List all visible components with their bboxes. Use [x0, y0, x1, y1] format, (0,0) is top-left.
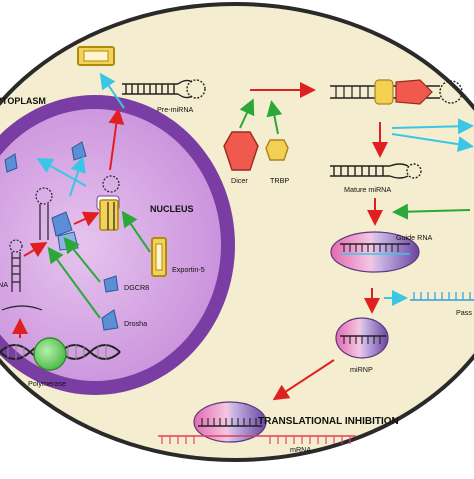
drosha-label: Drosha: [124, 319, 147, 328]
passenger-strand: [410, 292, 474, 301]
dicer-label: Dicer: [231, 176, 248, 185]
arrow-to-inhibition: [272, 359, 335, 401]
arrow-dicer-binding: [239, 98, 255, 129]
drosha-protein: [101, 309, 119, 331]
dgcr8-fragment-1: [4, 153, 18, 173]
arrow-cleavage: [73, 211, 100, 227]
translational-inhibition-label: TRANSLATIONAL INHIBITION: [258, 416, 399, 427]
cytoplasm-label: YTOPLASM: [0, 96, 46, 106]
mirnp-label: miRNP: [350, 365, 373, 374]
arrow-dicer-release-1: [391, 118, 474, 135]
translational-inhibition-complex: [158, 401, 356, 444]
exportin5-nuclear: [151, 237, 167, 277]
trbp-label: TRBP: [270, 176, 289, 185]
arrow-microprocessor-release-1: [36, 158, 87, 187]
arrow-drosha-binding: [47, 246, 101, 319]
arrow-export: [108, 108, 125, 171]
pri-mirna: [1, 239, 43, 311]
trbp-protein: [265, 139, 289, 161]
dgcr8-fragment-2: [71, 141, 87, 161]
polymerase-enzyme: [33, 337, 67, 371]
dgcr8-protein: [103, 275, 119, 293]
arrow-dicer-release-2: [391, 133, 474, 153]
arrow-dgcr8-binding: [63, 236, 101, 283]
exportin5-label: Exportin-5: [172, 265, 205, 274]
dicer-complex-hairpin: [330, 79, 463, 105]
dgcr8-label: DGCR8: [124, 283, 149, 292]
risc-guide-rna-complex: [330, 231, 420, 273]
exportin5-icon-cytoplasm: [77, 46, 115, 66]
arrow-exportin-binding: [121, 210, 151, 253]
arrow-microprocessor-release-2: [69, 156, 86, 197]
arrow-pri-to-microprocessor: [23, 241, 48, 258]
arrow-ago-binding: [392, 203, 471, 220]
pre-mirna-label: Pre-miRNA: [157, 105, 194, 114]
pre-mirna-exportin-complex: [99, 175, 120, 231]
guide-rna-label: Guide RNA: [396, 233, 433, 242]
mirnp-complex: [335, 317, 389, 359]
mature-mirna-label: Mature miRNA: [344, 185, 391, 194]
mature-mirna-duplex: [330, 163, 422, 179]
nucleus-label: NUCLEUS: [150, 204, 194, 214]
passenger-label: Pass: [456, 308, 472, 317]
mrna-label: mRNA: [290, 445, 311, 454]
arrow-trbp-binding: [266, 100, 283, 135]
pri-mirna-label-partial: NA: [0, 280, 8, 289]
dicer-protein: [223, 131, 259, 171]
nucleus-interior: [0, 109, 221, 381]
pre-mirna-hairpin: [122, 79, 206, 99]
arrow-exportin-release: [99, 72, 125, 109]
polymerase-label: Polymerase: [28, 379, 66, 388]
